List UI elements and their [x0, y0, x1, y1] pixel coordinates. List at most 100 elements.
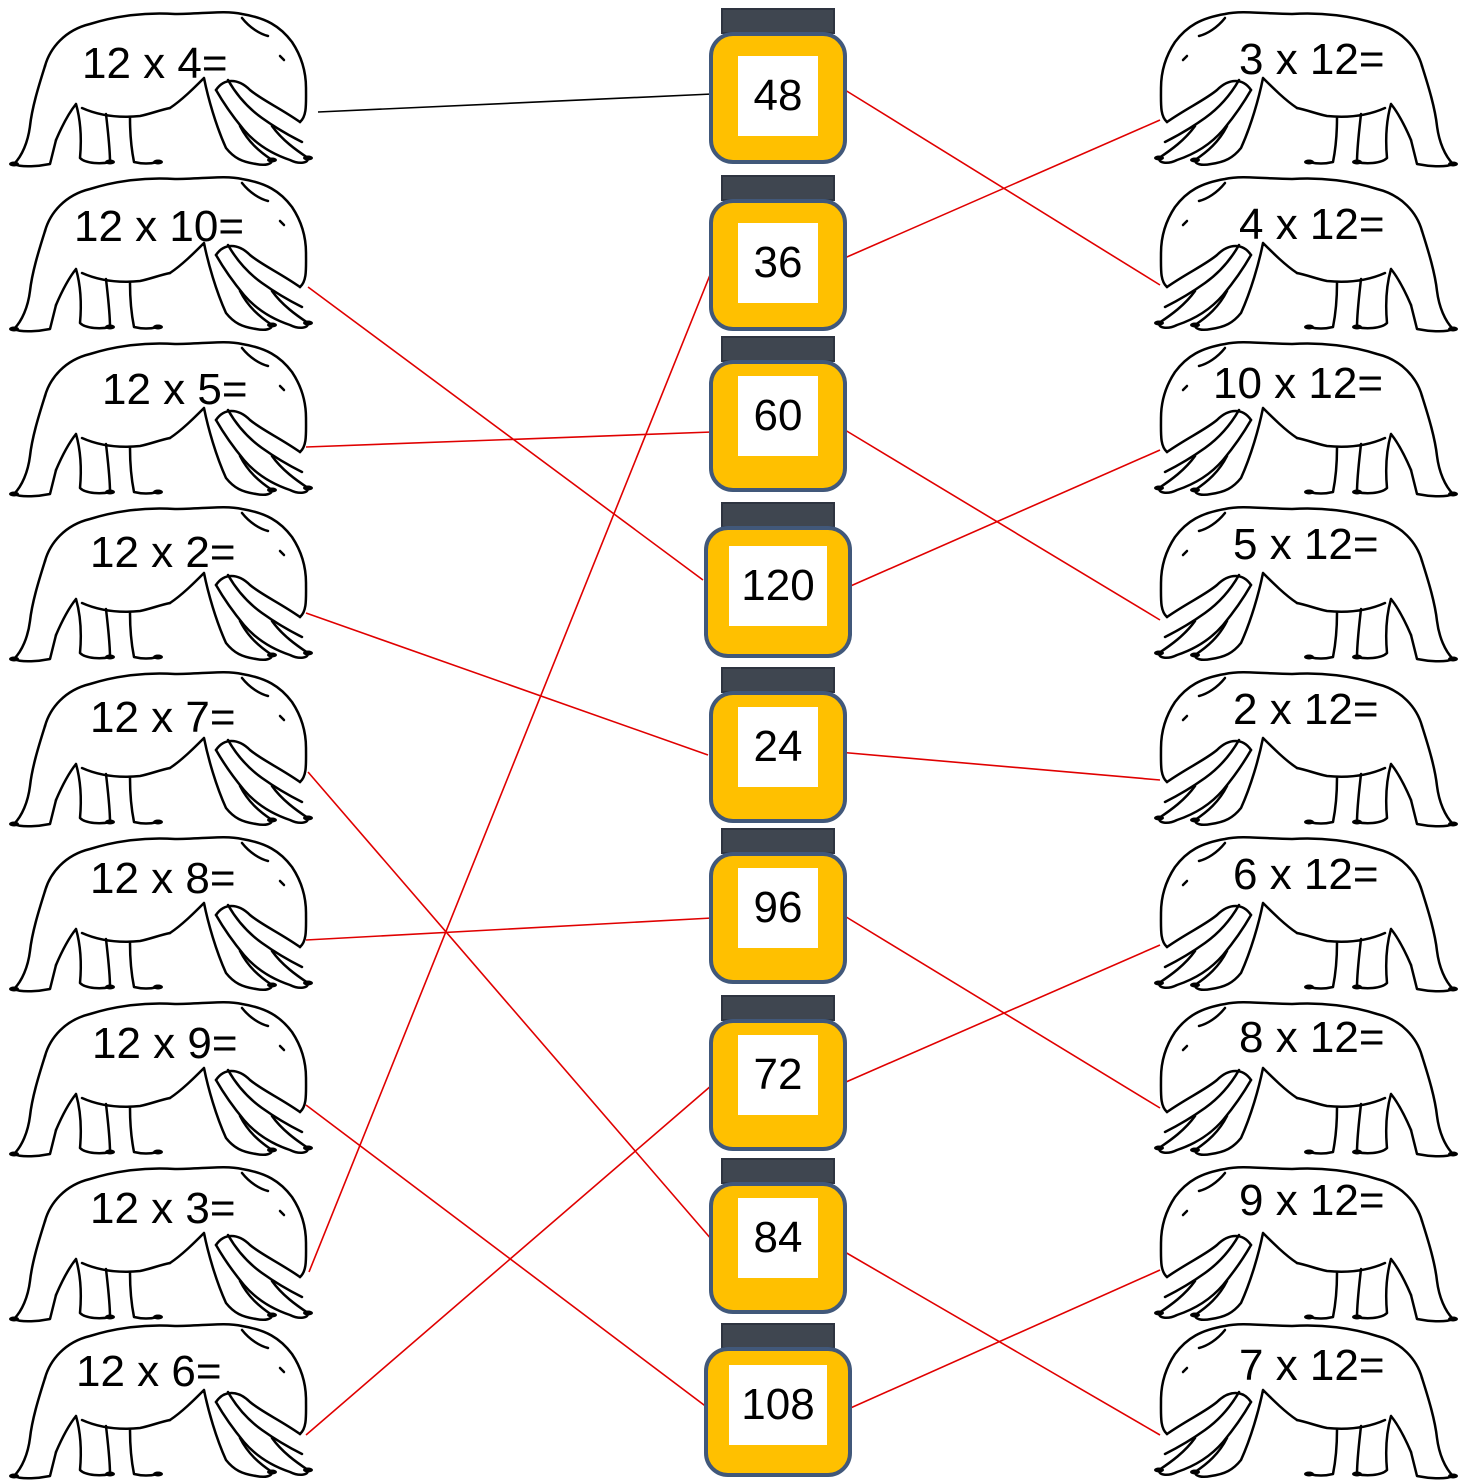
bear-outline-stroke — [1197, 1171, 1227, 1193]
bear-outline-stroke — [80, 1261, 172, 1273]
bear-outline-stroke — [278, 219, 286, 227]
bear-outline-stroke — [168, 571, 274, 662]
bear-outline-stroke — [1307, 937, 1363, 990]
bear-claw — [9, 986, 19, 992]
polar-bear-icon — [1154, 1165, 1458, 1323]
bear-claw — [105, 819, 115, 825]
bear-claw — [1448, 986, 1458, 992]
bear-outline-stroke — [278, 714, 286, 722]
bear-outline-stroke — [240, 511, 270, 533]
bear-outline-stroke — [80, 766, 172, 778]
bear-outline-stroke — [1181, 1044, 1189, 1052]
left-bear-3: 12 x 5= — [9, 338, 313, 498]
bear-outline-stroke — [278, 1366, 286, 1374]
bear-claw — [105, 159, 115, 165]
bear-outline-stroke — [80, 436, 172, 448]
bear-outline-stroke — [1165, 574, 1253, 619]
bear-outline-stroke — [104, 772, 160, 825]
bear-outline-stroke — [168, 241, 274, 332]
problem-label: 12 x 2= — [90, 528, 236, 577]
answer-label: 120 — [729, 546, 827, 626]
bear-outline-stroke — [80, 106, 172, 118]
bear-outline-stroke — [1163, 1390, 1241, 1456]
problem-label: 12 x 4= — [82, 39, 228, 88]
bear-outline-stroke — [1181, 384, 1189, 392]
bear-claw — [1304, 1314, 1314, 1320]
bear-outline-stroke — [1307, 277, 1363, 330]
bear-outline-stroke — [1181, 879, 1189, 887]
bear-outline-stroke — [104, 277, 160, 330]
bear-claw — [303, 1467, 313, 1473]
polar-bear-icon — [1154, 670, 1458, 828]
bear-claw — [153, 1149, 163, 1155]
bear-outline-stroke — [1157, 748, 1253, 824]
bear-outline-stroke — [1193, 901, 1299, 992]
bear-outline-stroke — [1409, 1376, 1455, 1480]
jar-lid — [721, 667, 835, 693]
polar-bear-icon — [9, 1322, 313, 1480]
polar-bear-icon — [1154, 340, 1458, 498]
bear-outline-stroke — [1157, 253, 1253, 329]
bear-outline-stroke — [1181, 1366, 1189, 1374]
bear-outline-stroke — [104, 1267, 160, 1320]
bear-claw — [1304, 1471, 1314, 1477]
bear-outline-stroke — [1165, 904, 1253, 949]
bear-claw — [153, 654, 163, 660]
bear-claw — [9, 1151, 19, 1157]
problem-label: 9 x 12= — [1239, 1176, 1385, 1225]
bear-claw — [1448, 326, 1458, 332]
bear-outline-stroke — [226, 243, 304, 309]
bear-outline-stroke — [1181, 714, 1189, 722]
bear-outline-stroke — [104, 112, 160, 165]
bear-outline-stroke — [1193, 1388, 1299, 1479]
bear-claw — [303, 980, 313, 986]
bear-outline-stroke — [1355, 1092, 1413, 1155]
bear-outline-stroke — [80, 601, 172, 613]
bear-outline-stroke — [1165, 1391, 1253, 1436]
bear-claw — [1154, 485, 1164, 491]
bear-outline-stroke — [1355, 762, 1413, 825]
match-line — [305, 612, 709, 756]
bear-claw — [1154, 650, 1164, 656]
bear-claw — [303, 485, 313, 491]
bear-outline-stroke — [80, 931, 172, 943]
bear-outline-stroke — [1159, 10, 1424, 124]
bear-outline-stroke — [80, 271, 172, 283]
bear-claw — [1154, 155, 1164, 161]
problem-label: 5 x 12= — [1233, 520, 1379, 569]
bear-claw — [267, 1469, 277, 1475]
bear-claw — [1304, 1149, 1314, 1155]
match-line — [305, 1104, 709, 1409]
bear-outline-stroke — [1193, 736, 1299, 827]
bear-outline-stroke — [1159, 1322, 1424, 1436]
bear-outline-stroke — [168, 1066, 274, 1157]
bear-outline-stroke — [1307, 112, 1363, 165]
bear-outline-stroke — [104, 442, 160, 495]
bear-outline-stroke — [54, 1257, 112, 1320]
jar-7: 72 — [705, 995, 855, 1155]
bear-outline-stroke — [104, 1424, 160, 1477]
bear-claw — [105, 324, 115, 330]
bear-outline-stroke — [168, 1388, 274, 1479]
jar-lid — [721, 175, 835, 201]
bear-outline-stroke — [1355, 597, 1413, 660]
bear-outline-stroke — [1157, 418, 1253, 494]
right-bear-6: 6 x 12= — [1154, 833, 1458, 993]
bear-outline-stroke — [240, 1171, 270, 1193]
problem-label: 12 x 10= — [74, 202, 245, 251]
bear-claw — [267, 982, 277, 988]
bear-claw — [105, 1471, 115, 1477]
bear-outline-stroke — [43, 505, 308, 619]
bear-outline-stroke — [240, 181, 270, 203]
bear-outline-stroke — [1165, 79, 1253, 124]
left-bear-1: 12 x 4= — [9, 8, 313, 168]
bear-claw — [1448, 491, 1458, 497]
bear-claw — [303, 320, 313, 326]
bear-outline-stroke — [1193, 76, 1299, 167]
bear-outline-stroke — [1157, 583, 1253, 659]
bear-outline-stroke — [1409, 889, 1455, 993]
problem-label: 12 x 6= — [76, 1347, 222, 1396]
bear-outline-stroke — [1159, 175, 1424, 289]
bear-outline-stroke — [1163, 903, 1241, 969]
bear-outline-stroke — [278, 1044, 286, 1052]
